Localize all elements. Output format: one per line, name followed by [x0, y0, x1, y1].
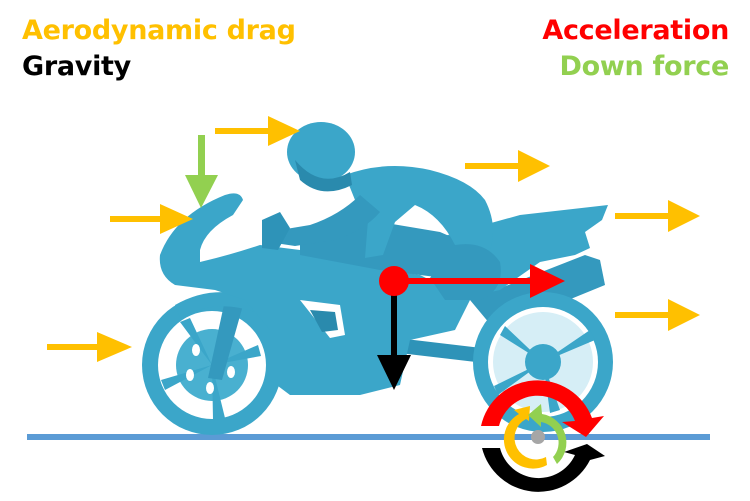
red-rotation-arrow — [481, 380, 604, 437]
drag-arrow-6 — [615, 299, 700, 331]
center-of-mass-vectors — [377, 264, 565, 390]
legend-aerodynamic-drag: Aerodynamic drag — [22, 15, 296, 46]
center-of-mass-dot — [379, 266, 409, 296]
acceleration-vector — [392, 278, 532, 284]
green-rotation-arrow — [528, 404, 567, 464]
drag-arrow-2 — [110, 204, 193, 234]
drag-arrow-4 — [465, 150, 550, 182]
drag-arrow-1 — [215, 116, 300, 146]
wheel-hub — [531, 430, 545, 444]
ground-line — [27, 434, 710, 440]
black-rotation-arrow — [482, 444, 605, 492]
legend-down-force: Down force — [559, 51, 730, 82]
down-force-arrow — [185, 135, 218, 208]
yellow-rotation-arrow — [503, 406, 547, 469]
aerodynamic-drag-arrows — [47, 116, 700, 362]
drag-arrow-3 — [47, 332, 132, 362]
legend-acceleration: Acceleration — [542, 15, 729, 46]
rotation-indicator — [481, 380, 605, 492]
gravity-vector — [391, 282, 397, 357]
legend-gravity: Gravity — [22, 51, 131, 82]
drag-arrow-5 — [615, 200, 700, 232]
